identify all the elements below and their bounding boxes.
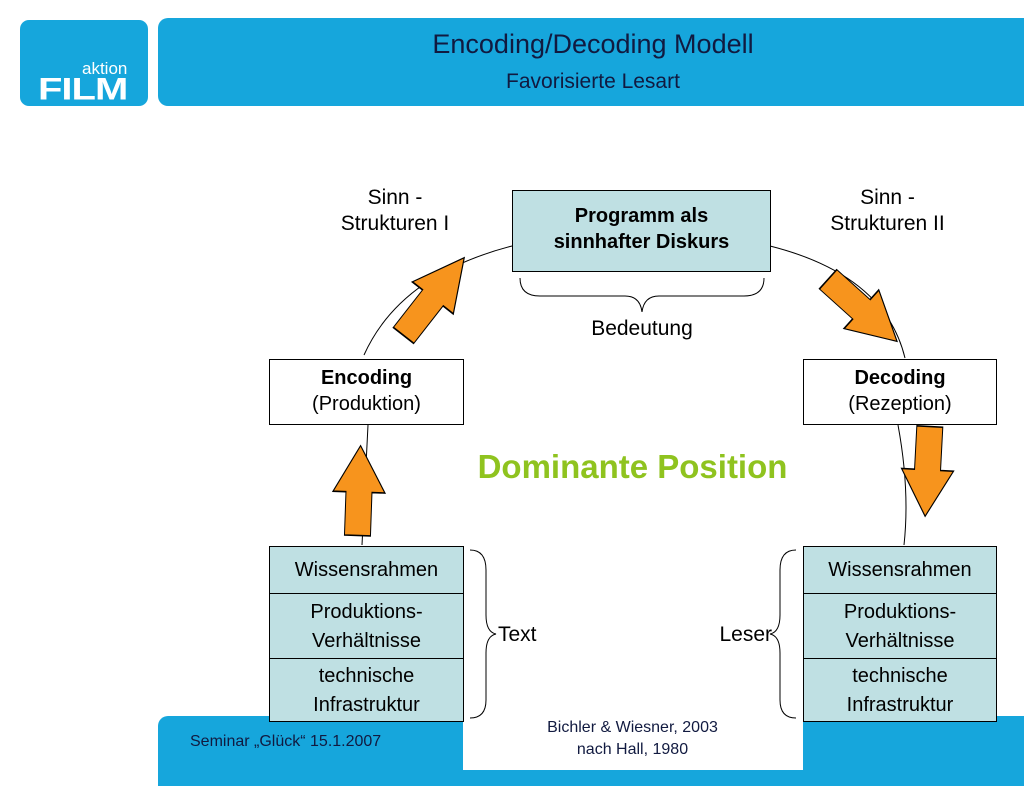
arrow-program-to-decoding [818, 268, 898, 343]
encoding-subtitle: (Produktion) [312, 393, 421, 415]
decoding-subtitle: (Rezeption) [848, 393, 952, 415]
left-technik-line-2: Infrastruktur [313, 694, 420, 716]
circle-arc-right-top [769, 245, 906, 359]
page-subtitle: Favorisierte Lesart [506, 70, 680, 93]
sinn-right-line-2: Strukturen II [830, 212, 945, 235]
right-technik-line-1: technische [852, 665, 948, 687]
program-box: Programm als sinnhafter Diskurs [512, 190, 771, 272]
left-produktion-line-1: Produktions- [310, 601, 423, 623]
sinn-strukturen-right-label: Sinn - Strukturen II [805, 185, 970, 237]
right-technik-cell: technische Infrastruktur [803, 658, 997, 722]
citation-line-2: nach Hall, 1980 [576, 741, 689, 758]
circle-arc-right-bottom [897, 424, 907, 546]
footer-seminar-text: Seminar „Glück“ 15.1.2007 [190, 733, 382, 750]
encoding-title: Encoding [320, 367, 413, 389]
left-wissensrahmen-cell: Wissensrahmen [269, 546, 464, 594]
logo-top-text: aktion [82, 59, 128, 78]
left-technik-cell: technische Infrastruktur [269, 658, 464, 722]
right-technik-line-2: Infrastruktur [846, 694, 954, 716]
bedeutung-label: Bedeutung [591, 317, 693, 340]
left-produktion-line-2: Verhältnisse [312, 630, 421, 652]
encoding-box: Encoding (Produktion) [269, 359, 464, 425]
arrow-stack-to-encoding [331, 444, 387, 537]
right-produktion-cell: Produktions- Verhältnisse [803, 593, 997, 659]
right-produktion-line-2: Verhältnisse [845, 630, 955, 652]
right-wissensrahmen-cell: Wissensrahmen [803, 546, 997, 594]
header-bar [158, 18, 1024, 106]
right-wissensrahmen-text: Wissensrahmen [828, 559, 972, 581]
right-produktion-line-1: Produktions- [843, 601, 957, 623]
footer-cite-panel [463, 708, 803, 770]
text-label: Text [498, 623, 537, 646]
sinn-left-line-1: Sinn - [367, 186, 423, 209]
diagram-graphics [331, 245, 955, 719]
left-technik-line-1: technische [318, 665, 415, 687]
arrow-encoding-to-program [392, 256, 466, 345]
arrow-decoding-to-stack [900, 425, 955, 518]
bedeutung-brace [519, 277, 765, 313]
left-produktion-cell: Produktions- Verhältnisse [269, 593, 464, 659]
sinn-left-line-2: Strukturen I [340, 212, 450, 235]
left-wissensrahmen-text: Wissensrahmen [294, 559, 439, 581]
decoding-box: Decoding (Rezeption) [803, 359, 997, 425]
text-brace [469, 549, 497, 719]
footer-citation: Bichler & Wiesner, 2003 nach Hall, 1980 [505, 717, 760, 761]
program-line-2: sinnhafter Diskurs [553, 231, 730, 253]
sinn-strukturen-left-label: Sinn - Strukturen I [320, 185, 470, 237]
leser-label: Leser [719, 623, 772, 646]
logo: aktion FILM [20, 20, 148, 106]
program-line-1: Programm als [574, 205, 709, 227]
sinn-right-line-1: Sinn - [860, 186, 915, 209]
dominant-position-label: Dominante Position [477, 448, 788, 485]
leser-brace [769, 549, 797, 719]
logo-main-text: FILM [38, 72, 128, 107]
citation-line-1: Bichler & Wiesner, 2003 [547, 719, 718, 736]
page-title: Encoding/Decoding Modell [432, 29, 754, 59]
decoding-title: Decoding [854, 367, 946, 389]
